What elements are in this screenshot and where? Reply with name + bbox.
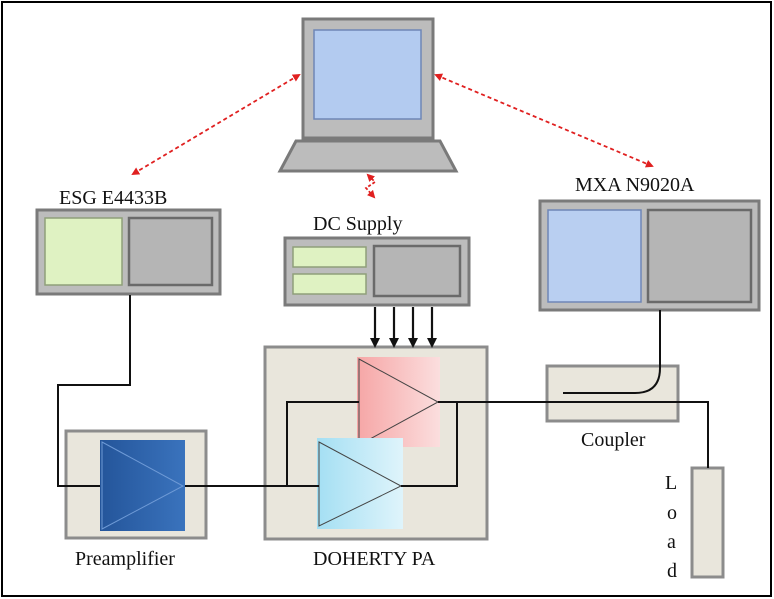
control-links: [131, 73, 654, 199]
dc-bias-arrows: [370, 307, 437, 348]
mxa-panel: [646, 208, 753, 304]
link-laptop-esg: [131, 73, 301, 176]
coupler-label: Coupler: [581, 429, 646, 451]
laptop-icon: [277, 17, 459, 173]
load-label: L o a d: [665, 472, 677, 582]
cable-pa-load: [438, 401, 709, 468]
load-letter: a: [667, 531, 676, 553]
preamplifier-icon: [100, 440, 185, 531]
dc-panel: [372, 244, 462, 298]
esg-screen: [44, 217, 123, 286]
peak-amplifier-icon: [357, 357, 440, 447]
preamplifier-box: [64, 429, 208, 540]
cable-coupler-mxa: [563, 310, 661, 394]
trace-split-peak: [286, 401, 359, 486]
cable-esg-preamp: [57, 295, 131, 487]
preamplifier-label: Preamplifier: [75, 548, 175, 570]
esg-signal-generator: [35, 208, 222, 296]
load-letter: L: [665, 472, 677, 494]
esg-panel: [127, 216, 214, 287]
load-letter: o: [667, 502, 677, 524]
main-amplifier-icon: [317, 438, 403, 529]
dc-display-1: [292, 246, 367, 268]
mxa-label: MXA N9020A: [575, 174, 695, 196]
mxa-screen: [547, 209, 642, 303]
doherty-label: DOHERTY PA: [313, 548, 436, 570]
esg-label: ESG E4433B: [59, 187, 167, 209]
link-laptop-dc: [364, 173, 377, 199]
dc-supply: [283, 236, 471, 307]
mxa-signal-analyzer: [538, 199, 761, 312]
laptop-keyboard: [277, 139, 459, 173]
load-letter: d: [667, 560, 677, 582]
dc-supply-label: DC Supply: [313, 213, 402, 235]
trace-combiner: [401, 402, 458, 487]
load-box: [690, 466, 725, 579]
dc-display-2: [292, 273, 367, 295]
laptop-screen: [313, 29, 422, 120]
rf-signal-path: [57, 295, 709, 487]
link-laptop-mxa: [434, 73, 654, 168]
